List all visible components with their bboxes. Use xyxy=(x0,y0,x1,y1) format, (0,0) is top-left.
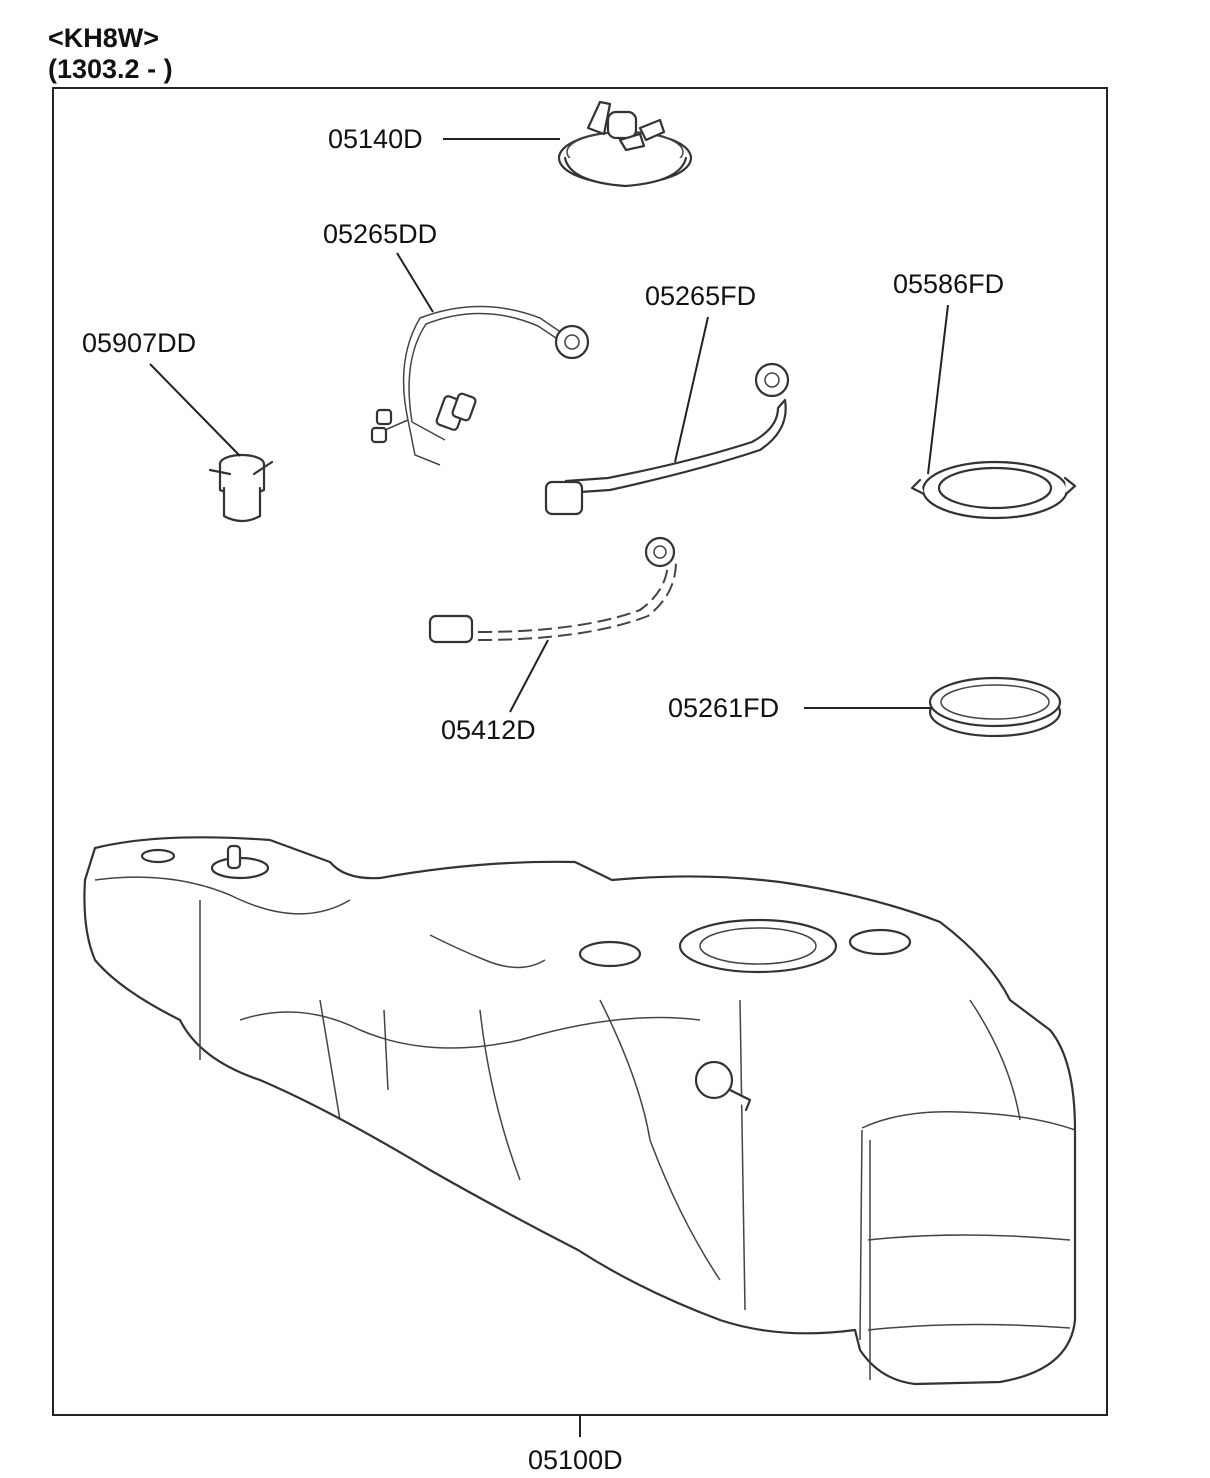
vent-hose-drawing[interactable] xyxy=(428,536,677,644)
date-range: (1303.2 - ) xyxy=(48,54,173,84)
part-label-05100D[interactable]: 05100D xyxy=(528,1445,623,1475)
part-label-05907DD[interactable]: 05907DD xyxy=(82,328,196,358)
leader-05265DD xyxy=(396,252,434,313)
part-label-05261FD[interactable]: 05261FD xyxy=(668,693,779,723)
fuel-hose-drawing[interactable] xyxy=(544,362,790,516)
part-label-05265FD[interactable]: 05265FD xyxy=(645,281,756,311)
part-label-05265DD[interactable]: 05265DD xyxy=(323,219,437,249)
fuel-tank-drawing[interactable] xyxy=(83,836,1077,1386)
part-label-05586FD[interactable]: 05586FD xyxy=(893,269,1004,299)
fuel-sender-drawing[interactable] xyxy=(208,453,274,523)
leader-05265FD xyxy=(674,316,709,463)
lock-ring-drawing[interactable] xyxy=(910,460,1077,520)
part-label-05140D[interactable]: 05140D xyxy=(328,124,423,154)
leader-05586FD xyxy=(927,304,949,475)
seal-ring-drawing[interactable] xyxy=(928,676,1062,738)
wiring-harness-drawing[interactable] xyxy=(370,305,590,466)
leader-05907DD xyxy=(149,363,241,457)
leader-05412D xyxy=(509,639,549,713)
part-label-05412D[interactable]: 05412D xyxy=(441,715,536,745)
model-code: <KH8W> xyxy=(48,23,160,53)
fuel-pump-cover-drawing[interactable] xyxy=(557,100,693,188)
